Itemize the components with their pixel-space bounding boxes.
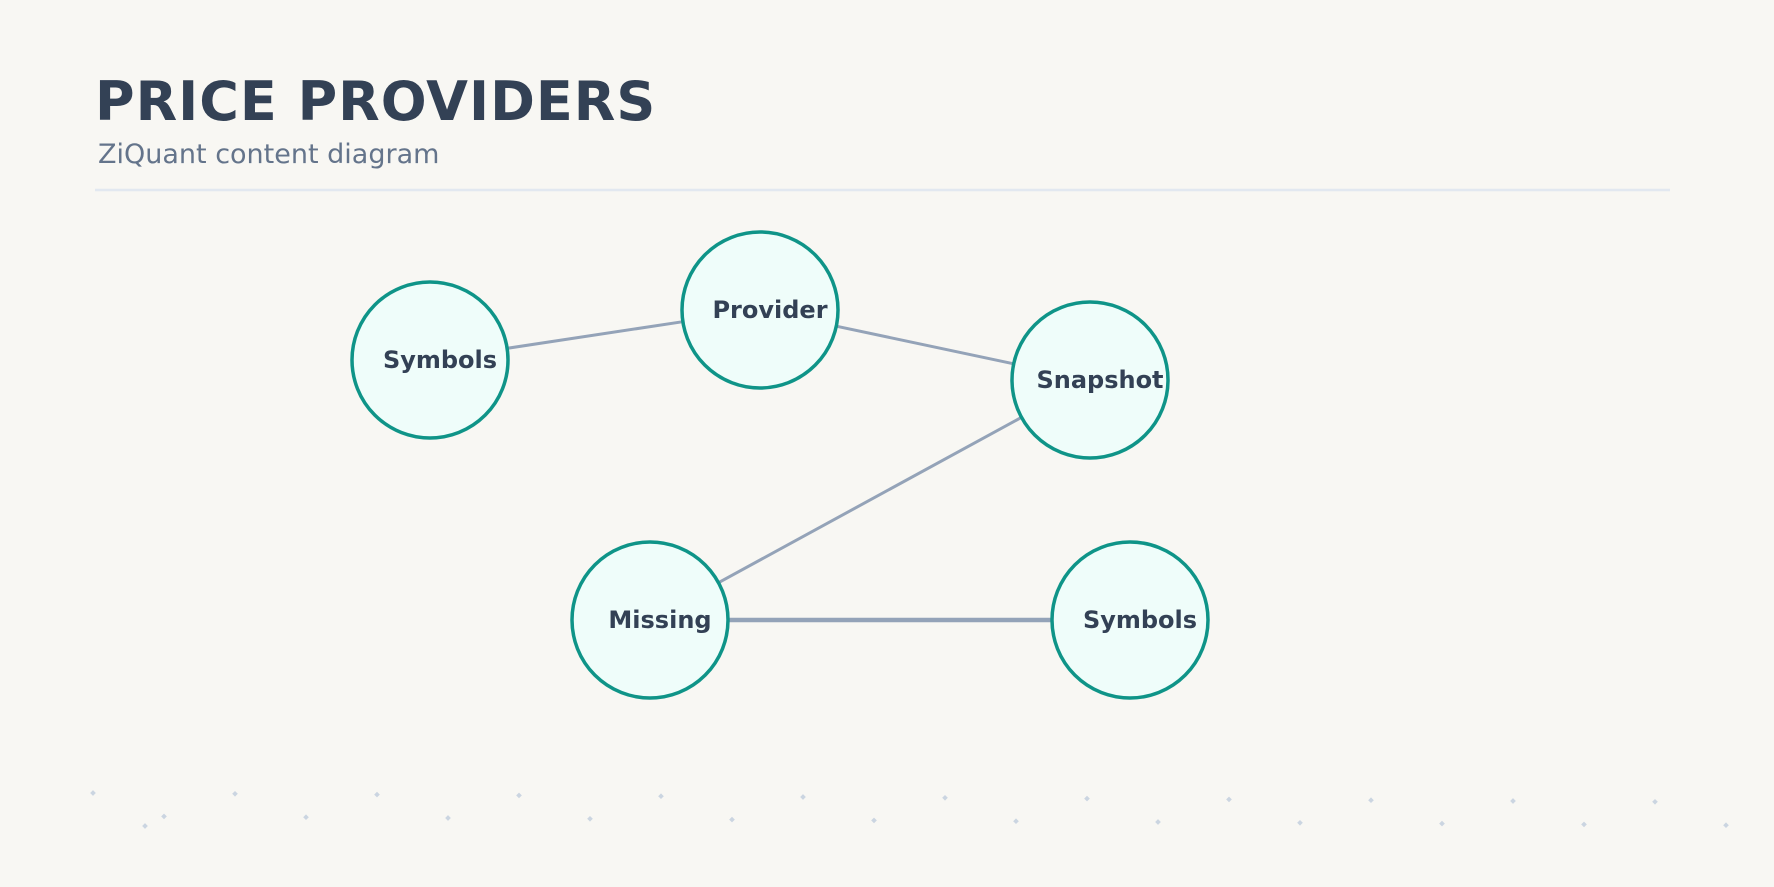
decorative-dot xyxy=(1652,798,1658,805)
node-symbols-right[interactable]: Symbols xyxy=(1050,540,1210,700)
decorative-dot xyxy=(871,817,877,824)
decorative-dot xyxy=(587,815,593,822)
decorative-dot xyxy=(1723,822,1729,829)
decorative-dot xyxy=(445,815,451,821)
decorative-dot xyxy=(232,790,238,797)
decorative-dot xyxy=(729,816,735,823)
page-title: PRICE PROVIDERS xyxy=(95,70,656,133)
decorative-dot xyxy=(516,792,522,799)
node-snapshot[interactable]: Snapshot xyxy=(1010,300,1170,460)
edges-layer xyxy=(505,320,1055,623)
decorative-dot xyxy=(1226,796,1232,803)
page-subtitle: ZiQuant content diagram xyxy=(98,139,439,170)
node-label: Missing xyxy=(608,606,711,634)
decorative-dot xyxy=(1510,798,1516,804)
decorative-dot xyxy=(1084,795,1090,802)
node-label: Symbols xyxy=(1083,606,1197,634)
edge-symbols-left-provider xyxy=(505,320,685,350)
node-label: Symbols xyxy=(383,346,497,374)
edge-provider-snapshot xyxy=(834,324,1016,366)
decorative-dot xyxy=(1368,797,1374,804)
node-circle xyxy=(350,280,510,440)
decorative-dot xyxy=(800,794,806,800)
decorative-dot xyxy=(374,791,380,798)
node-label: Snapshot xyxy=(1036,366,1163,394)
decorative-dot xyxy=(942,794,948,801)
node-missing[interactable]: Missing xyxy=(570,540,730,700)
decorative-dot xyxy=(1439,820,1445,827)
decorative-dot xyxy=(1155,819,1161,825)
node-circle xyxy=(570,540,730,700)
node-circle xyxy=(1050,540,1210,700)
decorative-dot xyxy=(1581,821,1587,828)
decorative-dot xyxy=(1297,819,1303,826)
node-label: Provider xyxy=(712,296,827,324)
decorative-dot xyxy=(142,823,148,829)
edge-snapshot-missing xyxy=(716,415,1024,585)
decorative-dots xyxy=(90,790,1729,829)
decorative-dot xyxy=(1013,818,1019,825)
node-provider[interactable]: Provider xyxy=(680,230,840,390)
node-circle xyxy=(1010,300,1170,460)
node-symbols-left[interactable]: Symbols xyxy=(350,280,510,440)
decorative-dot xyxy=(658,793,664,800)
decorative-dot xyxy=(161,813,167,820)
decorative-dot xyxy=(303,814,309,821)
node-circle xyxy=(680,230,840,390)
decorative-dot xyxy=(90,790,96,796)
